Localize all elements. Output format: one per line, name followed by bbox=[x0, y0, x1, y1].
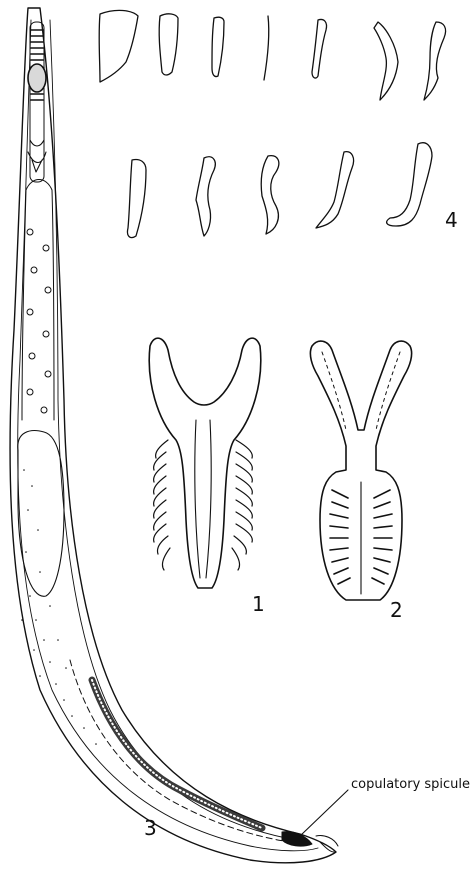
spicule-11 bbox=[316, 152, 354, 228]
head-fig1-teeth-right bbox=[232, 440, 252, 570]
spicule-6 bbox=[374, 22, 398, 100]
spicule-10 bbox=[261, 156, 279, 234]
spicule-series bbox=[99, 10, 445, 237]
intestine bbox=[22, 180, 54, 421]
fig3-label: 3 bbox=[144, 818, 157, 838]
head-fig1-inner bbox=[195, 420, 211, 578]
spicule-1 bbox=[99, 10, 138, 82]
spicule-2 bbox=[159, 14, 178, 75]
spicule-9 bbox=[196, 157, 215, 236]
oesophagus bbox=[30, 22, 44, 182]
head-fig1-teeth-left bbox=[154, 440, 170, 570]
spicule-4 bbox=[264, 16, 269, 80]
tail-bursa bbox=[316, 835, 338, 852]
fig1-label: 1 bbox=[252, 594, 265, 614]
nematode-body-drawing bbox=[10, 8, 338, 863]
spicule-5 bbox=[312, 19, 327, 78]
head-fig2-arm-detail bbox=[322, 352, 400, 430]
spicule-12 bbox=[387, 143, 432, 226]
nematode-inner-cuticle bbox=[18, 20, 318, 851]
fig4-label: 4 bbox=[445, 210, 458, 230]
spicule-3 bbox=[212, 17, 224, 76]
head-fig1-outline bbox=[149, 338, 261, 588]
spicule-7 bbox=[424, 22, 446, 100]
median-bulb bbox=[28, 64, 46, 92]
spicule-leader-line bbox=[300, 790, 348, 836]
body-cells bbox=[27, 229, 51, 413]
fig2-label: 2 bbox=[390, 600, 403, 620]
gut-line bbox=[70, 660, 290, 842]
copulatory-spicule-label: copulatory spicule bbox=[351, 778, 470, 791]
spicule-8 bbox=[127, 159, 146, 237]
head-fig1 bbox=[149, 338, 261, 588]
copulatory-spicule-shape bbox=[282, 832, 312, 846]
nerve-ring bbox=[28, 140, 46, 172]
head-fig2 bbox=[310, 341, 411, 600]
